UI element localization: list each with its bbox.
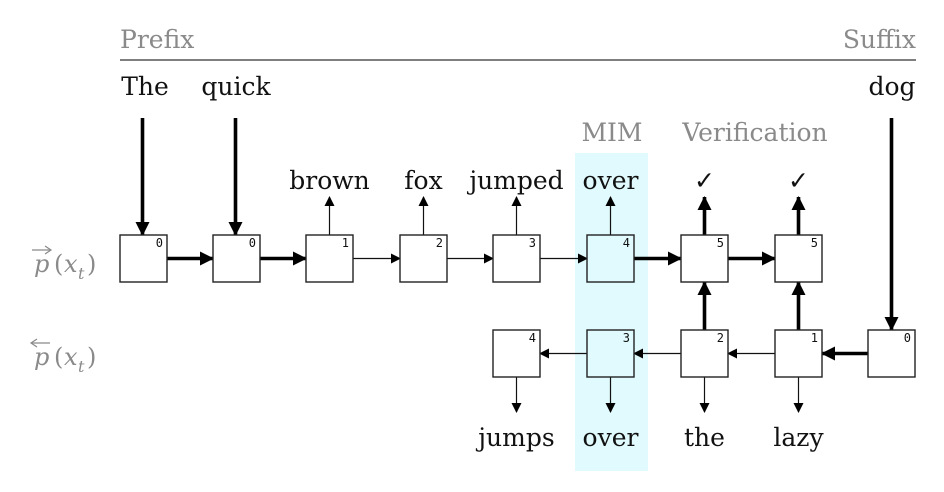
forward-step-index: 4 (623, 236, 630, 250)
forward-output-word: fox (404, 166, 442, 195)
backward-step-index: 4 (529, 331, 536, 345)
forward-step-index: 0 (156, 236, 163, 250)
mim-highlight-band (575, 153, 648, 471)
backward-step-index: 0 (904, 331, 911, 345)
forward-token-box (119, 234, 168, 283)
verification-check-icon: ✓ (788, 166, 809, 195)
forward-output-word: jumped (466, 166, 563, 195)
connections (135, 118, 899, 413)
svg-text:x: x (64, 250, 78, 278)
forward-token-box (586, 234, 635, 283)
svg-text:t: t (78, 264, 85, 283)
forward-row: 0 0 1 brown 2 fox 3 jumped 4 over 5 ✓ 5 ✓ (119, 166, 823, 283)
verification-label: Verification (681, 118, 827, 147)
backward-token-box (680, 329, 729, 378)
forward-token-box (212, 234, 261, 283)
forward-prob-label: p ( x t ) (32, 245, 96, 283)
backward-output-word: lazy (773, 423, 824, 452)
forward-step-index: 2 (436, 236, 443, 250)
backward-token-box (774, 329, 823, 378)
forward-output-word: brown (289, 166, 370, 195)
backward-step-index: 3 (623, 331, 630, 345)
suffix-label: Suffix (843, 25, 916, 54)
forward-step-index: 5 (717, 236, 724, 250)
prefix-label: Prefix (120, 25, 194, 54)
backward-prob-label: p ( x t ) (29, 338, 96, 376)
prefix-word: The (121, 72, 169, 101)
backward-output-word: the (684, 423, 725, 452)
forward-token-box (305, 234, 354, 283)
svg-text:t: t (78, 357, 85, 376)
backward-output-word: jumps (475, 423, 554, 452)
backward-step-index: 2 (717, 331, 724, 345)
forward-token-box (399, 234, 448, 283)
svg-text:(: ( (54, 250, 63, 278)
backward-row: 4 jumps 3 over 2 the 1 lazy 0 (475, 329, 916, 452)
forward-step-index: 1 (342, 236, 349, 250)
backward-token-box (867, 329, 916, 378)
forward-token-box (774, 234, 823, 283)
svg-text:): ) (87, 250, 96, 278)
svg-text:p: p (34, 250, 49, 278)
backward-token-box (586, 329, 635, 378)
forward-token-box (680, 234, 729, 283)
svg-text:x: x (64, 343, 78, 371)
svg-text:(: ( (54, 343, 63, 371)
forward-step-index: 5 (811, 236, 818, 250)
svg-text:): ) (87, 343, 96, 371)
svg-text:p: p (34, 343, 49, 371)
backward-step-index: 1 (811, 331, 818, 345)
forward-step-index: 3 (529, 236, 536, 250)
forward-token-box (492, 234, 541, 283)
backward-output-word: over (583, 423, 639, 452)
mim-label: MIM (581, 118, 642, 147)
suffix-word: dog (868, 72, 915, 101)
backward-token-box (492, 329, 541, 378)
verification-check-icon: ✓ (694, 166, 715, 195)
forward-output-word: over (583, 166, 639, 195)
forward-step-index: 0 (249, 236, 256, 250)
prefix-word: quick (201, 72, 271, 101)
